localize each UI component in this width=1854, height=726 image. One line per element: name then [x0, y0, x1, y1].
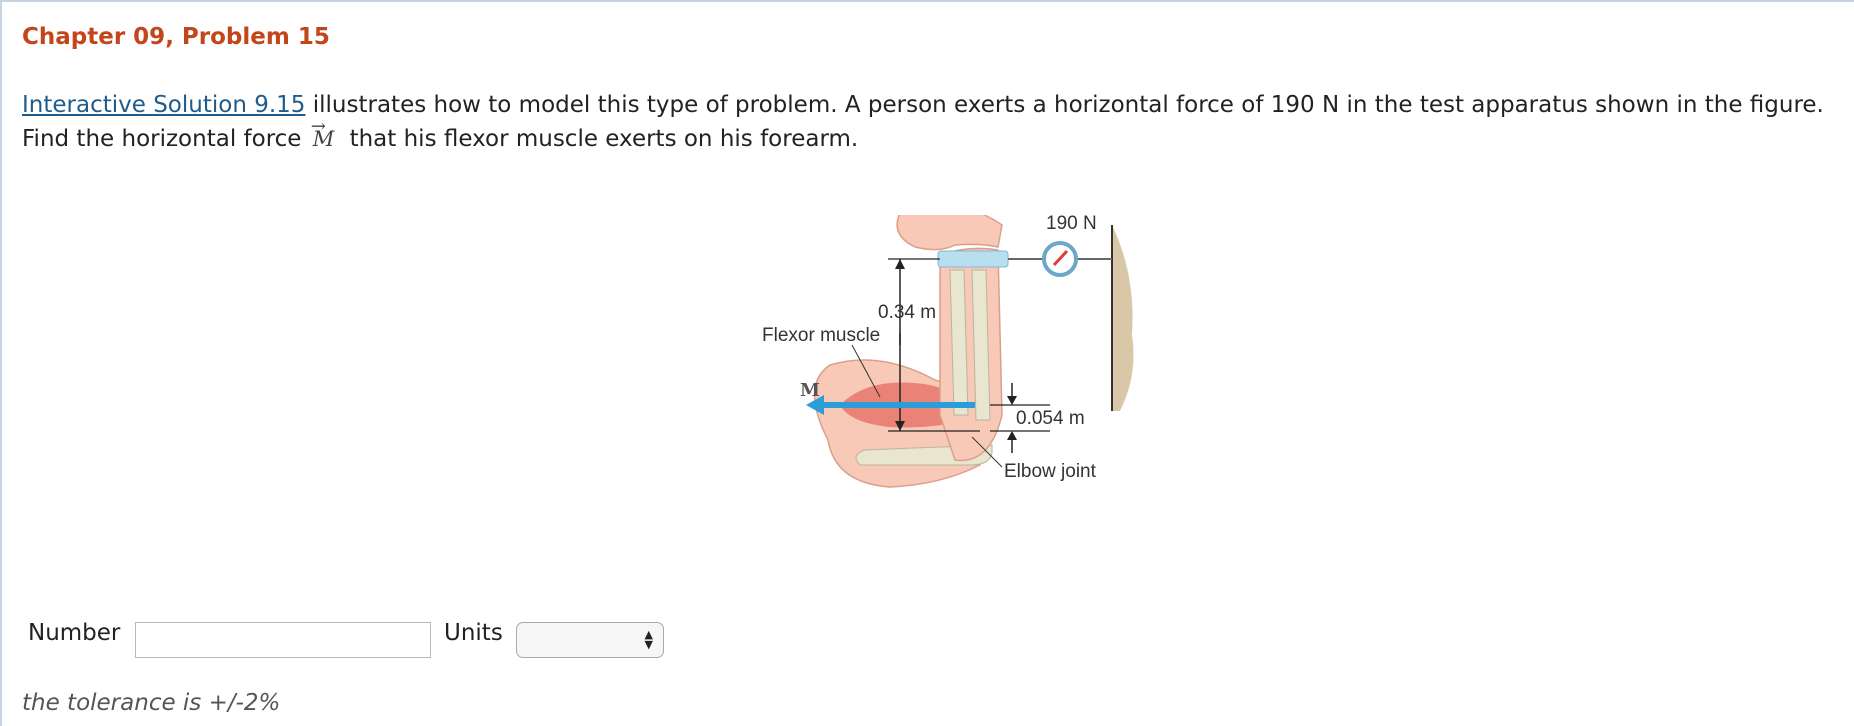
dim-034-arrow-up [895, 259, 905, 269]
dim-0054-arrowhead-top [1007, 396, 1017, 405]
problem-text-part2: that his flexor muscle exerts on his for… [342, 126, 859, 152]
vector-m-letter: M [312, 127, 335, 151]
elbow-leader-line [971, 436, 1003, 468]
dropdown-arrows-icon: ▲▼ [644, 628, 653, 651]
problem-text-part1: illustrates how to model this type of pr… [22, 92, 1824, 152]
vector-arrow-icon: → [310, 116, 326, 137]
wall [1112, 225, 1134, 411]
dim-034-arrow-down [895, 421, 905, 431]
forearm-skin [939, 247, 1003, 462]
forearm-bones [949, 269, 991, 421]
length-label-0054: 0.054 m [1016, 408, 1085, 429]
units-dropdown[interactable]: ▲▼ [516, 622, 664, 658]
tolerance-note: the tolerance is +/-2% [22, 690, 281, 716]
fist [896, 215, 1003, 251]
force-label-190n: 190 N [1046, 215, 1097, 234]
arm-diagram: 190 N 0.34 m Flexor muscle M 0.054 m Elb… [762, 215, 1134, 488]
number-input[interactable] [135, 622, 431, 658]
problem-title: Chapter 09, Problem 15 [22, 24, 330, 50]
dim-0054-arrowhead-bottom [1007, 431, 1017, 440]
elbow-joint-label: Elbow joint [1004, 461, 1097, 482]
wrist-strap [937, 250, 1009, 268]
flexor-leader-line [851, 344, 881, 398]
muscle-vector-label: M [800, 380, 820, 401]
flexor-muscle-label: Flexor muscle [762, 325, 880, 346]
vector-m-symbol: →M [311, 116, 335, 156]
number-label: Number [28, 620, 121, 646]
interactive-solution-link[interactable]: Interactive Solution 9.15 [22, 92, 306, 118]
problem-statement: Interactive Solution 9.15 illustrates ho… [22, 88, 1842, 156]
length-label-034: 0.34 m [878, 302, 936, 323]
gauge-needle [1052, 249, 1069, 267]
muscle-force-arrowhead [806, 395, 824, 415]
units-label: Units [444, 620, 503, 646]
